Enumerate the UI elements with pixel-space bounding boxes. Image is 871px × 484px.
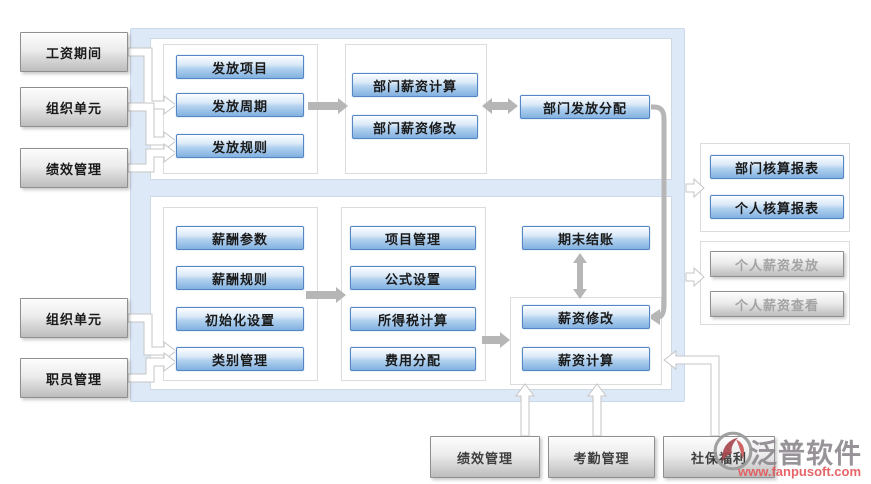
node-personal-pay-issue: 个人薪资发放	[710, 251, 844, 277]
node-init-settings: 初始化设置	[176, 307, 304, 331]
node-dept-distribution: 部门发放分配	[520, 95, 650, 119]
node-salary-calculate: 薪资计算	[522, 347, 650, 371]
fanpu-watermark: 泛普软件 www.fanpusoft.com	[712, 428, 871, 480]
node-social-insurance: 社保福利	[663, 436, 775, 478]
node-performance-left: 绩效管理	[20, 148, 128, 188]
node-attendance: 考勤管理	[548, 436, 655, 478]
node-period-closing: 期末结账	[522, 226, 650, 250]
node-income-tax-calc: 所得税计算	[350, 307, 476, 331]
node-expense-allocation: 费用分配	[350, 347, 476, 371]
node-formula-settings: 公式设置	[350, 266, 476, 290]
node-personal-pay-view: 个人薪资查看	[710, 291, 844, 317]
fanpu-logo-icon	[713, 431, 753, 471]
node-pay-cycle: 发放周期	[176, 93, 304, 117]
node-dept-report: 部门核算报表	[710, 155, 844, 179]
node-pay-period: 工资期间	[20, 32, 128, 72]
node-staff-mgmt: 职员管理	[20, 358, 128, 398]
node-pay-items: 发放项目	[176, 55, 304, 79]
fanpu-url: www.fanpusoft.com	[738, 464, 862, 479]
node-org-unit-top: 组织单元	[20, 87, 128, 127]
node-dept-salary-modify: 部门薪资修改	[352, 115, 478, 139]
node-org-unit-bottom: 组织单元	[20, 298, 128, 338]
node-salary-params: 薪酬参数	[176, 226, 304, 250]
dept-process-subpanel	[345, 44, 487, 174]
node-salary-rules: 薪酬规则	[176, 266, 304, 290]
fanpu-brand-name: 泛普软件	[750, 438, 862, 469]
node-dept-salary-calc: 部门薪资计算	[352, 73, 478, 97]
node-performance-bottom: 绩效管理	[430, 436, 540, 478]
node-pay-rules: 发放规则	[176, 134, 304, 158]
node-category-mgmt: 类别管理	[176, 347, 304, 371]
node-salary-modify: 薪资修改	[522, 305, 650, 329]
node-project-mgmt: 项目管理	[350, 226, 476, 250]
node-personal-report: 个人核算报表	[710, 195, 844, 219]
